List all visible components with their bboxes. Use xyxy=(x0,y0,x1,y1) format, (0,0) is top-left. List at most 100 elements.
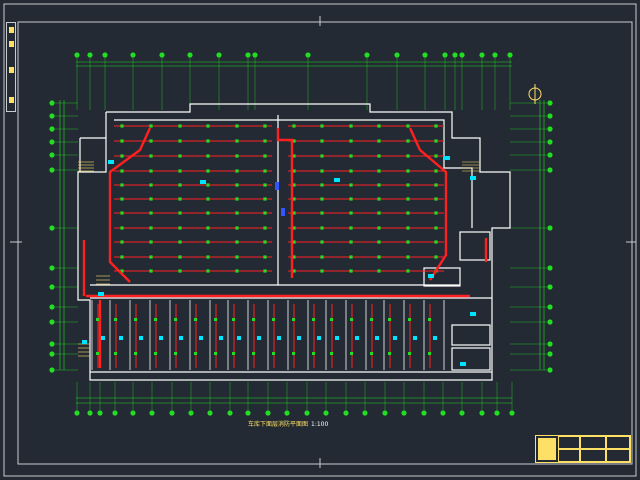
outer-frame xyxy=(3,3,637,477)
sprinkler-head xyxy=(235,124,239,128)
room-equipment xyxy=(433,336,437,340)
room-equipment xyxy=(277,336,281,340)
axis-bubble xyxy=(547,367,553,373)
room-sprinkler xyxy=(134,318,137,321)
axis-bubble xyxy=(265,410,271,416)
sprinkler-head xyxy=(349,154,353,158)
fire-equipment-markers xyxy=(82,156,476,366)
sprinkler-head xyxy=(149,197,153,201)
sprinkler-head xyxy=(178,139,182,143)
sprinkler-head xyxy=(320,124,324,128)
blue-valve-markers xyxy=(275,182,285,216)
room-sprinkler xyxy=(174,352,177,355)
sprinkler-head xyxy=(434,255,438,259)
room-sprinkler xyxy=(272,352,275,355)
sprinkler-head xyxy=(235,154,239,158)
axis-bubble xyxy=(422,52,428,58)
sprinkler-head xyxy=(406,139,410,143)
sprinkler-head xyxy=(149,154,153,158)
sprinkler-head xyxy=(434,139,438,143)
sprinkler-head xyxy=(292,183,296,187)
room-sprinkler xyxy=(252,352,255,355)
room-sprinkler xyxy=(370,352,373,355)
sprinkler-head xyxy=(263,211,267,215)
sprinkler-head xyxy=(292,139,296,143)
sprinkler-head xyxy=(235,255,239,259)
axis-bubble xyxy=(130,410,136,416)
sprinkler-head xyxy=(206,124,210,128)
sprinkler-head xyxy=(349,240,353,244)
stair-hatch xyxy=(78,161,480,357)
axis-bubble xyxy=(459,52,465,58)
sprinkler-head xyxy=(377,124,381,128)
axis-bubble xyxy=(459,410,465,416)
title-block-cell xyxy=(580,449,606,462)
sprinkler-head xyxy=(206,154,210,158)
room-sprinkler xyxy=(428,352,431,355)
sprinkler-head xyxy=(406,255,410,259)
sprinkler-head xyxy=(377,269,381,273)
sprinkler-head xyxy=(406,269,410,273)
sprinkler-head xyxy=(406,124,410,128)
axis-bubble xyxy=(216,52,222,58)
room-equipment xyxy=(257,336,261,340)
sprinkler-head xyxy=(235,197,239,201)
axis-bubbles-bottom xyxy=(74,382,515,416)
axis-bubble xyxy=(49,319,55,325)
sprinkler-head xyxy=(320,154,324,158)
room-equipment xyxy=(297,336,301,340)
compass-north-icon xyxy=(528,84,542,104)
revision-mark xyxy=(9,27,14,33)
room-sprinkler xyxy=(312,318,315,321)
room-equipment xyxy=(101,336,105,340)
axis-bubble xyxy=(169,410,175,416)
sprinkler-head xyxy=(377,154,381,158)
axis-bubble xyxy=(159,52,165,58)
sprinkler-head xyxy=(349,169,353,173)
axis-bubble xyxy=(49,225,55,231)
sprinkler-head xyxy=(120,169,124,173)
building-walls xyxy=(77,103,511,381)
axis-bubble xyxy=(188,410,194,416)
axis-bubble xyxy=(382,410,388,416)
sprinkler-head xyxy=(406,226,410,230)
axis-bubble xyxy=(49,100,55,106)
sprinkler-branch-pipes xyxy=(114,125,444,272)
drawing-title-text: 车库下面层消防平面图 xyxy=(248,421,309,428)
sprinkler-head xyxy=(149,169,153,173)
sprinkler-head xyxy=(235,226,239,230)
sprinkler-head xyxy=(406,197,410,201)
axis-bubble xyxy=(479,52,485,58)
sprinkler-head xyxy=(178,255,182,259)
axis-bubbles-top xyxy=(74,52,513,110)
sprinkler-head xyxy=(292,169,296,173)
sprinkler-head xyxy=(178,211,182,215)
sprinkler-head xyxy=(263,124,267,128)
sprinkler-head xyxy=(292,197,296,201)
room-equipment xyxy=(335,336,339,340)
sprinkler-head xyxy=(320,269,324,273)
sprinkler-head xyxy=(206,226,210,230)
sprinkler-head xyxy=(149,226,153,230)
sprinkler-head xyxy=(434,183,438,187)
room-sprinkler xyxy=(214,318,217,321)
sprinkler-head xyxy=(292,240,296,244)
room-sprinkler xyxy=(388,318,391,321)
axis-bubble xyxy=(547,152,553,158)
axis-bubble xyxy=(364,52,370,58)
axis-bubble xyxy=(87,52,93,58)
axis-bubble xyxy=(112,410,118,416)
sprinkler-head xyxy=(377,197,381,201)
title-block-cell xyxy=(558,449,580,462)
axis-bubble xyxy=(187,52,193,58)
sprinkler-head xyxy=(292,226,296,230)
room-sprinkler xyxy=(232,318,235,321)
sprinkler-head xyxy=(120,255,124,259)
equipment-rooms xyxy=(91,300,445,370)
sprinkler-head xyxy=(434,240,438,244)
room-sprinkler xyxy=(134,352,137,355)
axis-bubble xyxy=(323,410,329,416)
axis-bubble xyxy=(547,167,553,173)
axis-bubble xyxy=(284,410,290,416)
